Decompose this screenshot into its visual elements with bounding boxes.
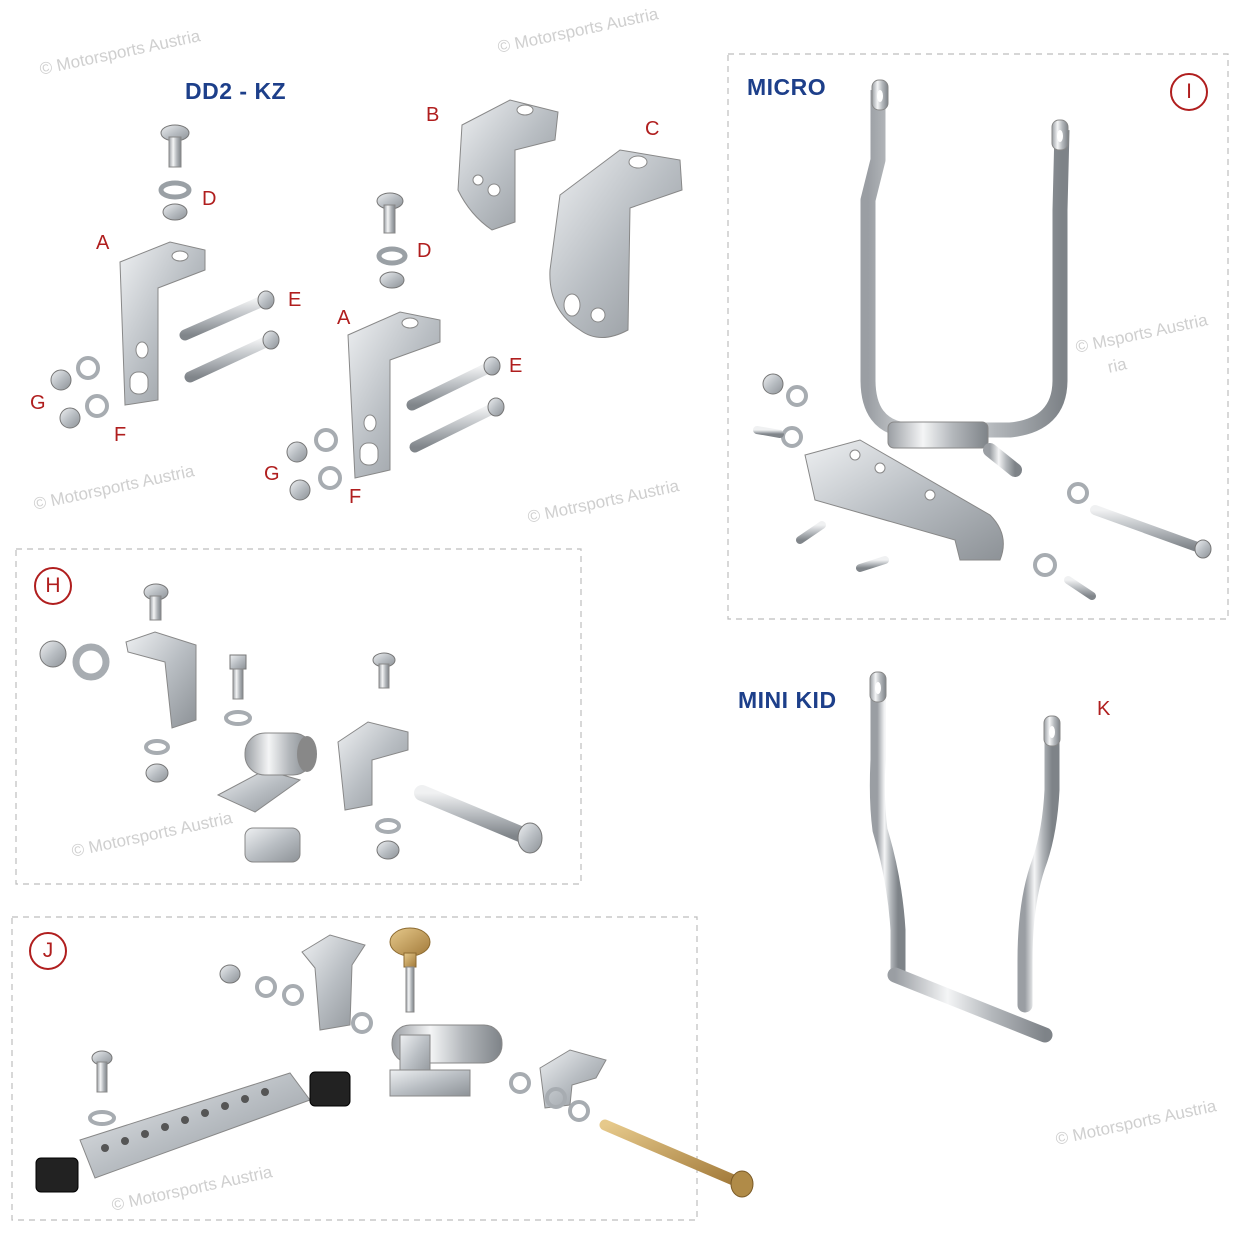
part-label-f: F xyxy=(349,486,362,508)
j-bolt-1 xyxy=(91,1050,113,1093)
j-washer-2 xyxy=(282,984,304,1006)
washer-f1b xyxy=(85,394,109,418)
group-label-h: H xyxy=(34,567,72,605)
j-washer-1 xyxy=(255,976,277,998)
h-washer-4 xyxy=(375,818,401,834)
h-washer-2 xyxy=(224,710,252,726)
part-label-f: F xyxy=(114,424,127,446)
h-bolt-2 xyxy=(229,654,247,700)
j-slotted-bar xyxy=(79,1072,311,1179)
washer-d1 xyxy=(158,180,192,200)
h-tube-mount xyxy=(216,732,317,813)
j-clamp-tube xyxy=(389,1024,503,1097)
micro-bolt-3 xyxy=(856,556,889,572)
micro-long-bolt xyxy=(1090,505,1212,559)
j-washer-6 xyxy=(545,1087,567,1109)
bracket-b xyxy=(457,99,559,231)
part-label-g: G xyxy=(264,463,280,485)
h-nut-1 xyxy=(39,640,67,668)
nut-g2a xyxy=(286,441,308,463)
j-nut-1 xyxy=(219,964,241,984)
group-label-i: I xyxy=(1170,73,1208,111)
group-label-j: J xyxy=(29,932,67,970)
part-label-g: G xyxy=(30,392,46,414)
washer-f2b xyxy=(318,466,342,490)
j-end-cap-2 xyxy=(309,1071,351,1107)
nut-d2 xyxy=(379,271,405,289)
h-bracket-2 xyxy=(337,721,409,811)
micro-bolt-2 xyxy=(796,521,826,544)
j-end-cap-1 xyxy=(35,1157,79,1193)
micro-washer-4 xyxy=(1033,553,1057,577)
part-label-a: A xyxy=(96,232,110,254)
j-washer-4 xyxy=(88,1110,116,1126)
j-knob xyxy=(389,927,431,1013)
micro-bracket-plate xyxy=(804,439,1004,561)
washer-d2 xyxy=(376,246,408,266)
bolt-e1a xyxy=(179,290,275,341)
watermark: ria xyxy=(1105,354,1129,377)
part-label-b: B xyxy=(426,104,440,126)
h-nut-3 xyxy=(376,840,400,860)
j-washer-3 xyxy=(351,1012,373,1034)
bumper-mini-kid xyxy=(869,671,1061,1043)
j-bracket-2 xyxy=(539,1049,607,1109)
part-label-c: C xyxy=(645,118,660,140)
bolt-d2 xyxy=(376,192,404,234)
h-nut-2 xyxy=(145,763,169,783)
bolt-e2b xyxy=(409,397,505,453)
j-bracket-1 xyxy=(301,934,366,1031)
h-washer-1 xyxy=(72,643,110,681)
h-long-bolt xyxy=(414,785,543,854)
bolt-d1 xyxy=(160,124,190,168)
frame-h xyxy=(15,548,582,885)
washer-f2a xyxy=(314,428,338,452)
micro-washer-1 xyxy=(786,385,808,407)
part-label-e: E xyxy=(509,355,523,377)
nut-g2b xyxy=(289,479,311,501)
group-title-micro: MICRO xyxy=(747,74,827,100)
part-label-d: D xyxy=(417,240,432,262)
group-title-dd2-kz: DD2 - KZ xyxy=(185,78,287,104)
h-bracket-1 xyxy=(125,631,197,729)
part-label-e: E xyxy=(288,289,302,311)
h-bolt-1 xyxy=(143,583,169,621)
frame-micro xyxy=(727,53,1229,620)
micro-washer-3 xyxy=(1067,482,1089,504)
bracket-c xyxy=(549,149,683,338)
bumper-micro xyxy=(860,79,1070,477)
h-washer-3 xyxy=(144,739,170,755)
part-label-a: A xyxy=(337,307,351,329)
bolt-e2a xyxy=(406,356,501,411)
nut-d1 xyxy=(162,203,188,221)
part-label-d: D xyxy=(202,188,217,210)
nut-g1a xyxy=(50,369,72,391)
bolt-e1b xyxy=(184,330,280,383)
micro-bolt-1 xyxy=(753,426,784,438)
j-washer-7 xyxy=(568,1100,590,1122)
bracket-a2 xyxy=(347,311,441,479)
nut-g1b xyxy=(59,407,81,429)
micro-bolt-4 xyxy=(1064,576,1096,600)
bracket-a1 xyxy=(119,241,206,406)
j-washer-5 xyxy=(509,1072,531,1094)
micro-washer-2 xyxy=(781,426,803,448)
washer-f1a xyxy=(76,356,100,380)
frame-j xyxy=(11,916,698,1221)
group-title-mini-kid: MINI KID xyxy=(738,687,837,713)
h-slot-nut xyxy=(244,827,301,863)
h-bolt-3 xyxy=(372,652,396,689)
j-long-bolt xyxy=(599,1119,754,1198)
part-label-k: K xyxy=(1097,698,1111,720)
micro-nut-1 xyxy=(762,373,784,395)
